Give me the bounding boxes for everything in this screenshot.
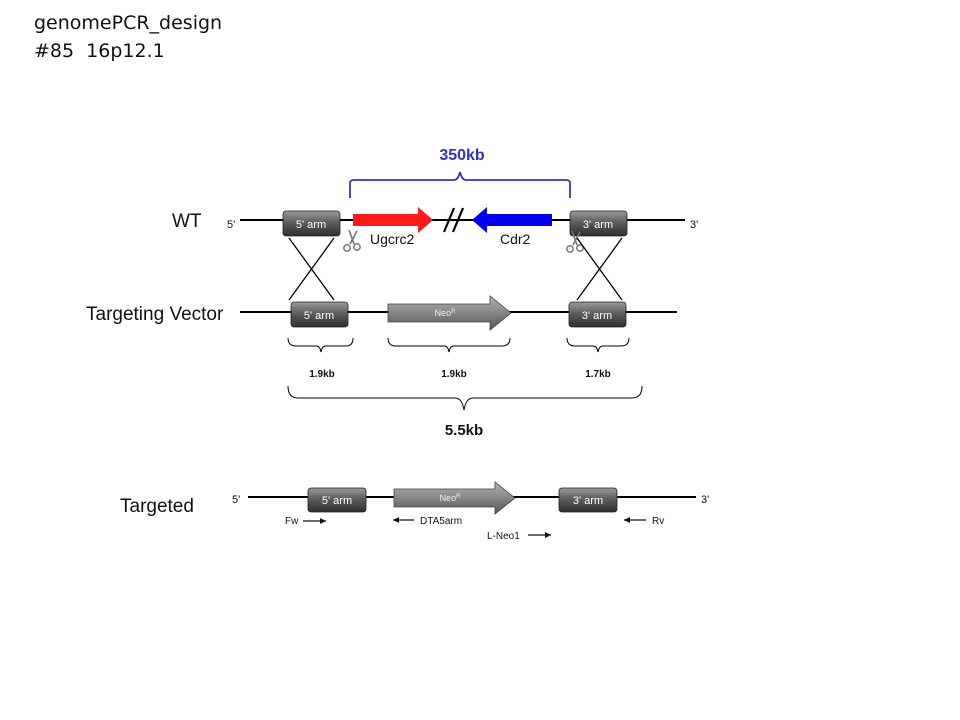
wt-5-arm-box bbox=[282, 210, 341, 237]
header-subtitle: #85 16p12.1 bbox=[34, 40, 165, 62]
primer-rv-label: Rv bbox=[652, 516, 664, 527]
vector-label: Targeting Vector bbox=[86, 304, 224, 325]
neo-size-label: 1.9kb bbox=[441, 369, 467, 380]
neo-size-bracket bbox=[387, 337, 511, 353]
arm5-size-bracket bbox=[287, 337, 354, 353]
targeted-5prime-label: 5' bbox=[232, 494, 240, 506]
targeted-neo-cassette bbox=[393, 481, 516, 515]
scissors-icon bbox=[343, 229, 361, 252]
arm5-size-label: 1.9kb bbox=[309, 369, 335, 380]
header-title: genomePCR_design bbox=[34, 12, 223, 34]
vector-5-arm-box bbox=[290, 301, 349, 328]
wt-5prime-label: 5' bbox=[227, 219, 235, 231]
targeted-5-arm-box bbox=[307, 487, 367, 513]
wt-3-arm-label: 3' arm bbox=[583, 219, 613, 231]
targeted-5-arm-label: 5' arm bbox=[322, 495, 352, 507]
total-size-bracket bbox=[287, 385, 643, 411]
deletion-span-bracket bbox=[349, 171, 571, 198]
ugcrc2-label: Ugcrc2 bbox=[370, 231, 415, 247]
total-size-label: 5.5kb bbox=[445, 422, 483, 439]
scissors-icon bbox=[566, 230, 584, 253]
deletion-span-label: 350kb bbox=[439, 147, 485, 164]
vector-neo-cassette bbox=[387, 295, 512, 331]
primer-dta5arm-label: DTA5arm bbox=[420, 516, 462, 527]
primer-lneo1-label: L-Neo1 bbox=[487, 531, 520, 542]
targeted-row: Targeted 5' 3' 5' arm NeoR 3' arm Fw DTA… bbox=[120, 481, 709, 542]
primer-fw-label: Fw bbox=[285, 516, 299, 527]
vector-row: Targeting Vector 5' arm NeoR 3' arm 1.9k… bbox=[86, 295, 677, 439]
targeted-label: Targeted bbox=[120, 496, 194, 517]
targeted-3prime-label: 3' bbox=[701, 494, 709, 506]
targeted-3-arm-box bbox=[558, 487, 618, 513]
targeted-neo-label: NeoR bbox=[440, 493, 462, 503]
break-mark bbox=[442, 207, 465, 233]
targeted-3-arm-label: 3' arm bbox=[573, 495, 603, 507]
arm3-size-label: 1.7kb bbox=[585, 369, 611, 380]
wt-3prime-label: 3' bbox=[690, 219, 698, 231]
cdr2-label: Cdr2 bbox=[500, 231, 531, 247]
wt-label: WT bbox=[172, 211, 202, 232]
recombination-crossovers bbox=[288, 237, 623, 301]
wt-5-arm-label: 5' arm bbox=[296, 219, 326, 231]
arm3-size-bracket bbox=[566, 337, 630, 353]
cdr2-gene-arrow bbox=[472, 207, 552, 233]
vector-5-arm-label: 5' arm bbox=[304, 310, 334, 322]
vector-neo-label: NeoR bbox=[435, 308, 457, 318]
wt-row: WT 5' 3' 350kb 5' arm 3' arm Ugcrc2 Cdr2 bbox=[172, 147, 698, 253]
ugcrc2-gene-arrow bbox=[353, 207, 433, 233]
vector-3-arm-label: 3' arm bbox=[582, 310, 612, 322]
vector-3-arm-box bbox=[568, 301, 627, 328]
wt-3-arm-box bbox=[569, 210, 628, 237]
